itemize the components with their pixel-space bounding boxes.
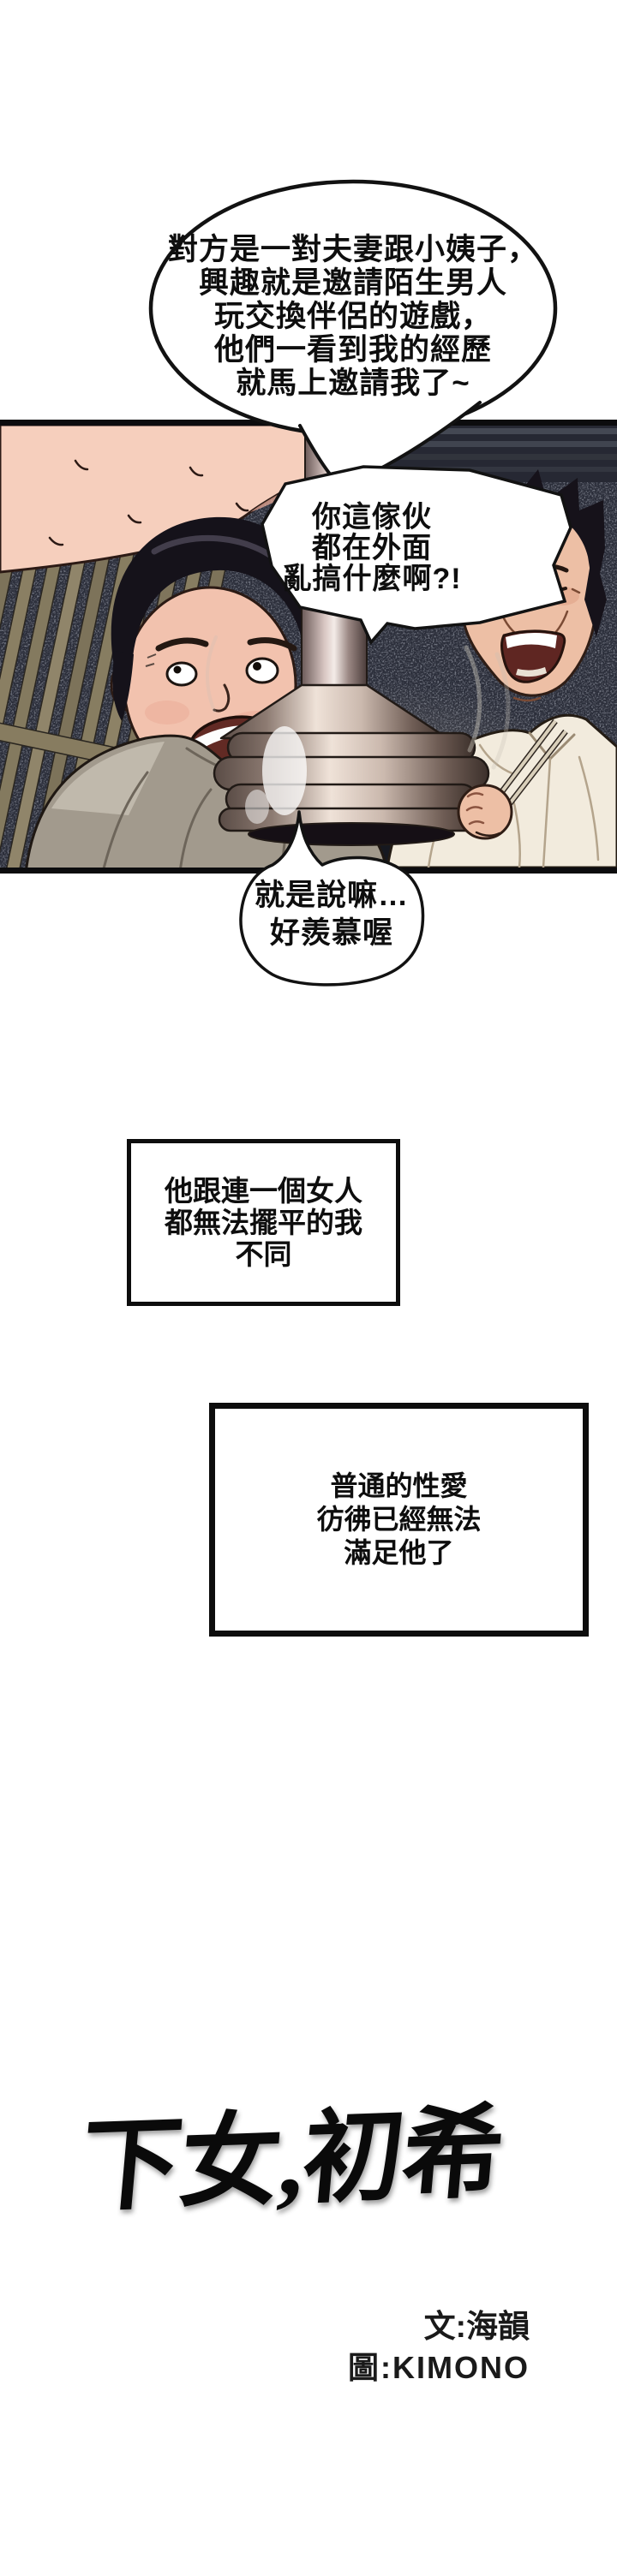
- shout-bubble-text: 你這傢伙 都在外面 亂搞什麼啊?!: [261, 502, 483, 594]
- man-left-eyes: [145, 653, 279, 687]
- narrator-line: 就馬上邀請我了~: [236, 367, 470, 400]
- reply-line: 好羨慕喔: [269, 916, 393, 950]
- caption-line: 他跟連一個女人: [165, 1175, 362, 1207]
- caption-box-2: 普通的性愛 彷彿已經無法 滿足他了: [209, 1403, 589, 1637]
- steam-wisps: [206, 635, 511, 770]
- man-left-nose: [213, 683, 231, 713]
- narrator-bubble-text: 對方是一對夫妻跟小姨子， 興趣就是邀請陌生男人 玩交換伴侶的遊戲， 他們一看到我…: [147, 233, 559, 400]
- shout-line: 亂搞什麼啊?!: [282, 563, 462, 595]
- man-left-eyebrows: [155, 637, 297, 652]
- comic-artwork: [0, 179, 617, 987]
- credit-writer: 文:海韻: [423, 2309, 530, 2344]
- narrator-line: 興趣就是邀請陌生男人: [198, 266, 507, 300]
- arm-hair-marks: [48, 459, 249, 546]
- speech-bubble-reply: [239, 810, 425, 987]
- caption-line: 不同: [235, 1238, 292, 1270]
- narrator-line: 玩交換伴侶的遊戲，: [213, 300, 492, 333]
- narrator-line: 對方是一對夫妻跟小姨子，: [167, 233, 538, 266]
- man-right-fist: [457, 719, 568, 840]
- shout-line: 你這傢伙: [312, 501, 432, 534]
- caption-line: 普通的性愛: [330, 1470, 468, 1501]
- caption-line: 滿足他了: [344, 1537, 454, 1568]
- shout-line: 都在外面: [312, 532, 432, 564]
- caption-line: 都無法擺平的我: [165, 1207, 362, 1238]
- narrator-line: 他們一看到我的經歷: [213, 333, 492, 367]
- speech-bubble-narrator: [148, 179, 558, 488]
- credit-artist: 圖:KIMONO: [348, 2350, 530, 2385]
- speech-bubble-shout: [261, 465, 572, 646]
- man-right-mouth: [500, 629, 566, 683]
- series-title: 下女,初希: [75, 2096, 507, 2224]
- caption-line: 彷彿已經無法: [316, 1504, 482, 1535]
- credits-block: 文:海韻 圖:KIMONO: [273, 2305, 530, 2388]
- reply-line: 就是說嘛…: [254, 879, 409, 912]
- reply-bubble-text: 就是說嘛… 好羨慕喔: [246, 877, 417, 952]
- caption-box-1: 他跟連一個女人 都無法擺平的我 不同: [127, 1139, 400, 1306]
